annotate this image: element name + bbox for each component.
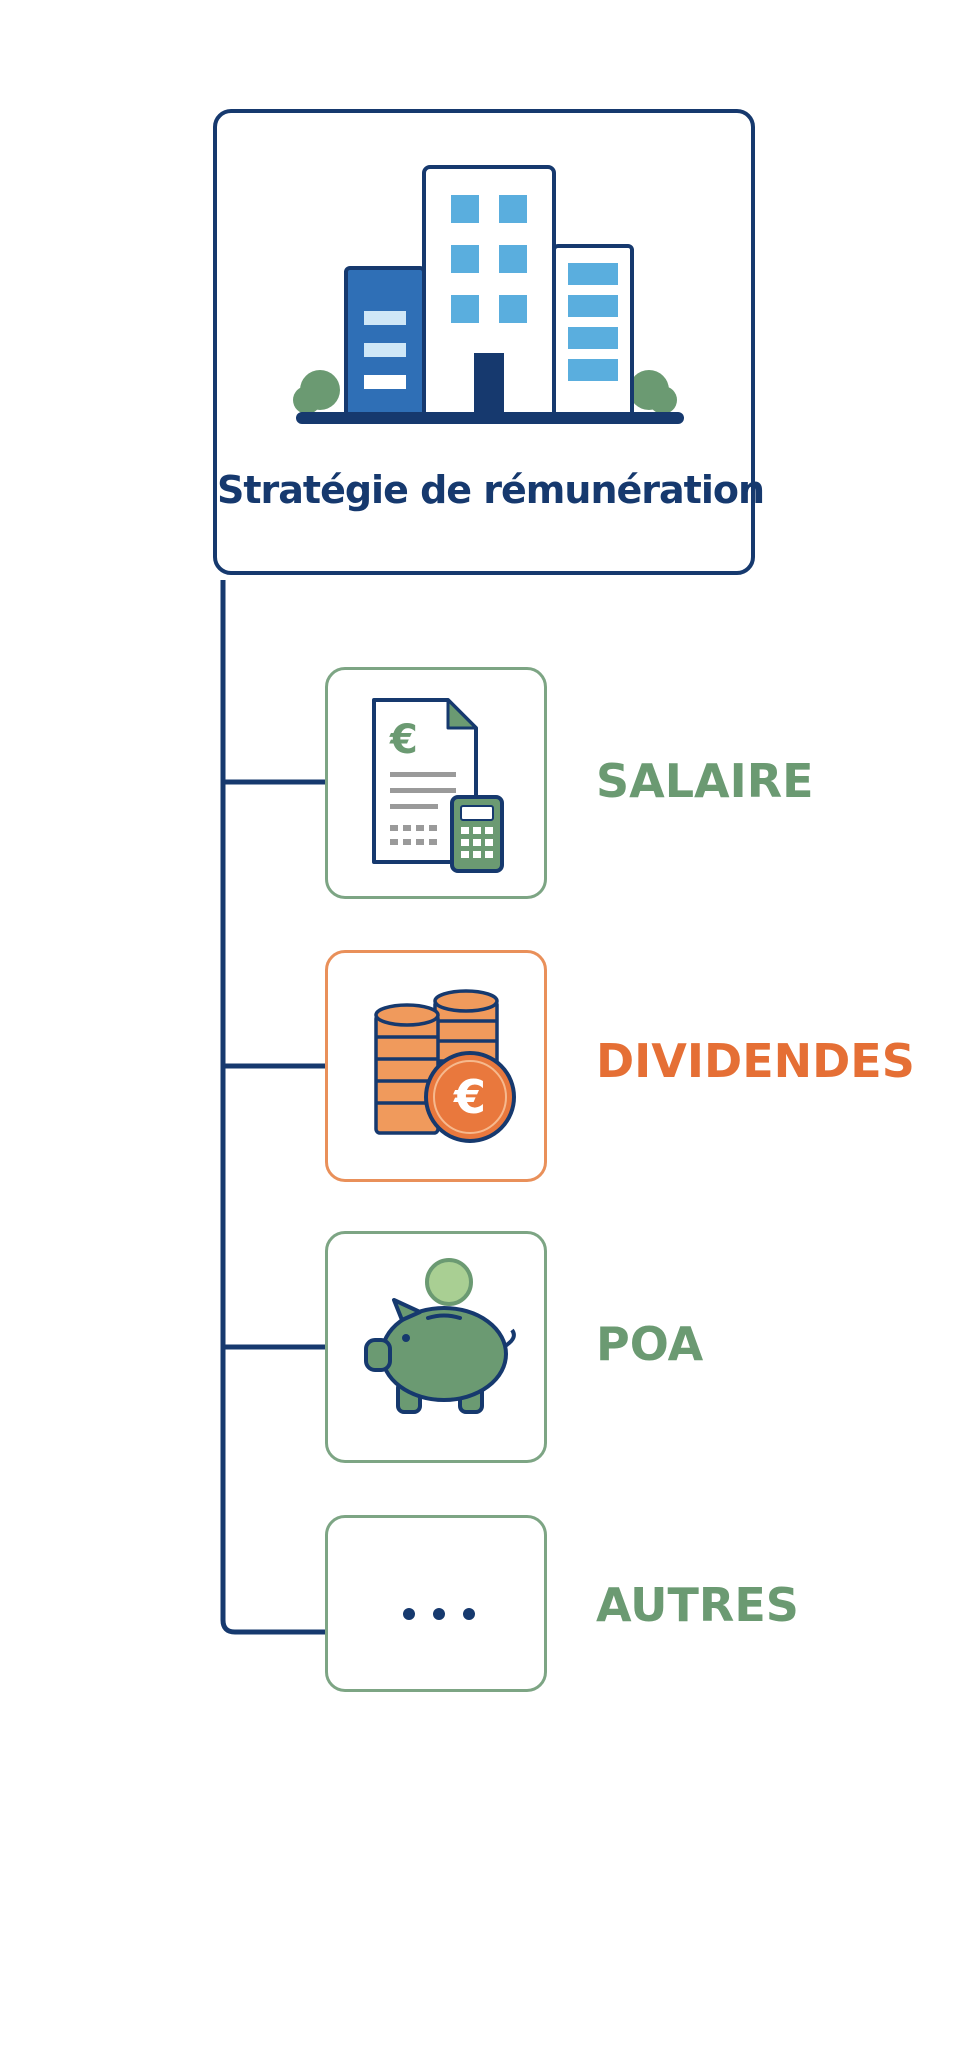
office-buildings-icon bbox=[293, 165, 684, 424]
branch-label-salaire: SALAIRE bbox=[596, 754, 814, 808]
root-node: Stratégie de rémunération bbox=[213, 109, 765, 575]
piggy-bank-icon bbox=[364, 1258, 516, 1414]
branch-box-poa bbox=[325, 1231, 547, 1463]
svg-text:€: € bbox=[389, 717, 418, 763]
branch-label-poa: POA bbox=[596, 1317, 704, 1371]
branch-label-dividendes: DIVIDENDES bbox=[596, 1034, 915, 1088]
branch-box-salaire: € bbox=[325, 667, 547, 899]
svg-text:€: € bbox=[453, 1070, 486, 1124]
euro-coins-icon: € bbox=[374, 989, 516, 1143]
ellipsis-icon bbox=[403, 1608, 475, 1620]
branch-box-dividendes: € bbox=[325, 950, 547, 1182]
root-title: Stratégie de rémunération bbox=[217, 468, 765, 512]
payslip-calculator-icon: € bbox=[372, 698, 504, 873]
branch-box-autres bbox=[325, 1515, 547, 1692]
branch-label-autres: AUTRES bbox=[596, 1578, 799, 1632]
